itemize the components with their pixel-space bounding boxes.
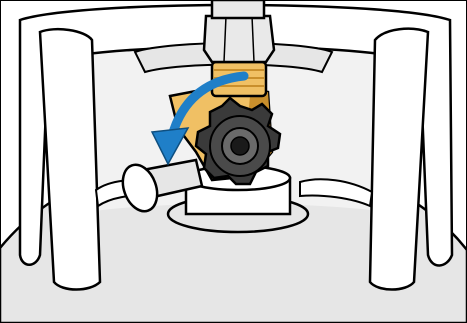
fitting-cap [212, 0, 264, 18]
hex-fitting-icon [204, 16, 274, 62]
